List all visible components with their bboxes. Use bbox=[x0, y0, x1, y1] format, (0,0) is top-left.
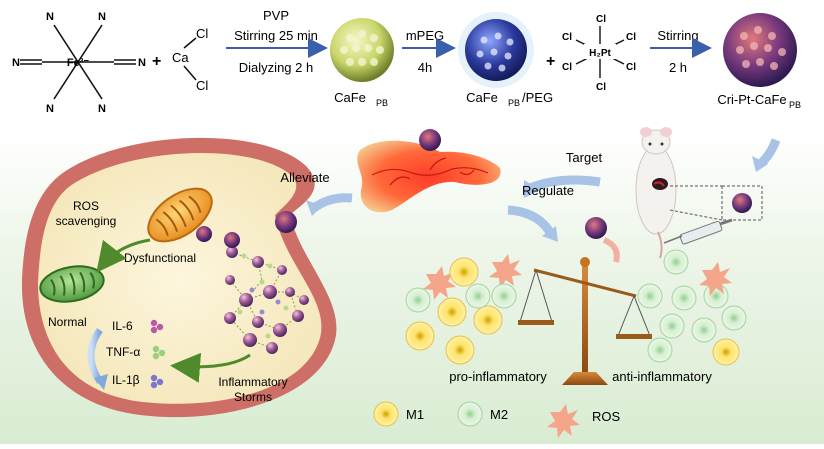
m2-legend-icon bbox=[457, 401, 483, 427]
ros-legend-icon bbox=[547, 404, 580, 438]
shift-arrow bbox=[602, 237, 620, 263]
m1-legend-icon bbox=[373, 401, 399, 427]
ligand-n-label: N bbox=[98, 103, 106, 115]
recovery-arrow bbox=[96, 238, 151, 273]
legend-ros-label: ROS bbox=[592, 409, 621, 424]
fe-center-label: Fe³⁻ bbox=[67, 57, 90, 69]
plus-sign: + bbox=[546, 53, 555, 70]
cl-label: Cl bbox=[596, 14, 606, 25]
left-pan bbox=[518, 320, 554, 325]
step1-reagent: PVP bbox=[263, 8, 289, 23]
ligand-n-label: N bbox=[46, 11, 54, 23]
product2-label: CaFe bbox=[466, 90, 498, 105]
nanoparticle-icon bbox=[585, 217, 607, 239]
cl-label: Cl bbox=[196, 26, 208, 41]
entering-nanoparticles bbox=[196, 211, 297, 248]
tnf-molecules-icon bbox=[152, 345, 166, 360]
plus-sign: + bbox=[152, 53, 161, 70]
mouse-icon bbox=[635, 127, 677, 259]
inflamed-pancreas bbox=[357, 140, 501, 213]
pro-inflammatory-cells bbox=[405, 254, 522, 365]
legend-m2-label: M2 bbox=[490, 407, 508, 422]
cl-label: Cl bbox=[562, 62, 572, 73]
normal-mitochondrion bbox=[39, 265, 105, 303]
anti-inflammatory-label: anti-inflammatory bbox=[612, 369, 712, 384]
il6-label: IL-6 bbox=[112, 319, 133, 333]
nanoparticle-icon bbox=[419, 129, 441, 151]
il1b-molecules-icon bbox=[150, 374, 164, 389]
ligand-n-label: N bbox=[138, 57, 146, 69]
decrease-arrowhead bbox=[94, 374, 108, 390]
product3-subscript: PB bbox=[789, 100, 801, 110]
balance-scale bbox=[518, 257, 652, 385]
storms-label: Storms bbox=[234, 390, 272, 404]
cl-label: Cl bbox=[196, 78, 208, 93]
cl-label: Cl bbox=[626, 32, 636, 43]
cl-label: Cl bbox=[626, 62, 636, 73]
legend-m1-label: M1 bbox=[406, 407, 424, 422]
cacl2-molecule: Ca Cl Cl bbox=[172, 26, 208, 93]
alleviate-label: Alleviate bbox=[280, 170, 329, 185]
step2-condition: 4h bbox=[418, 60, 432, 75]
h2ptcl6-molecule: H₂Pt Cl Cl Cl Cl Cl Cl bbox=[562, 14, 636, 93]
dysfunctional-mitochondrion bbox=[147, 187, 213, 243]
inflammatory-label: Inflammatory bbox=[218, 375, 287, 389]
regulate-label: Regulate bbox=[522, 183, 574, 198]
legend: M1 M2 ROS bbox=[373, 401, 621, 438]
target-label: Target bbox=[566, 150, 603, 165]
step3-arrow: Stirring 2 h bbox=[650, 28, 712, 75]
product1-label: CaFe bbox=[334, 90, 366, 105]
scavenging-label: scavenging bbox=[56, 214, 117, 228]
pt-center-label: H₂Pt bbox=[589, 48, 611, 59]
nanoparticle-icon bbox=[732, 193, 752, 213]
step2-reagent: mPEG bbox=[406, 28, 444, 43]
step1-condition-2: Dialyzing 2 h bbox=[239, 60, 313, 75]
regulate-arrow bbox=[507, 205, 558, 242]
step3-condition: Stirring bbox=[657, 28, 698, 43]
il1b-label: IL-1β bbox=[112, 373, 140, 387]
pro-inflammatory-label: pro-inflammatory bbox=[449, 369, 547, 384]
ros-icon bbox=[699, 262, 732, 296]
syringe-icon bbox=[663, 218, 733, 245]
inflammatory-network bbox=[224, 246, 309, 354]
cafe-pb-peg-nanoparticle: CaFe PB /PEG bbox=[458, 12, 553, 108]
ligand-n-label: N bbox=[12, 57, 20, 69]
right-pan bbox=[616, 334, 652, 339]
step2-arrow: mPEG 4h bbox=[402, 28, 456, 75]
cl-label: Cl bbox=[562, 32, 572, 43]
il6-molecules-icon bbox=[150, 319, 164, 334]
product2-subscript: PB bbox=[508, 98, 520, 108]
step1-condition: Stirring 25 min bbox=[234, 28, 318, 43]
suppress-arrow bbox=[170, 352, 251, 383]
normal-label: Normal bbox=[48, 315, 87, 329]
dysfunctional-label: Dysfunctional bbox=[124, 251, 196, 265]
step1-arrow: PVP Stirring 25 min Dialyzing 2 h bbox=[226, 8, 328, 75]
step3-time: 2 h bbox=[669, 60, 687, 75]
alleviate-arrow bbox=[306, 193, 353, 216]
ros-label: ROS bbox=[73, 199, 99, 213]
cafe-pb-nanoparticle: CaFe PB bbox=[330, 18, 394, 108]
product2-suffix: /PEG bbox=[522, 90, 553, 105]
ca-label: Ca bbox=[172, 50, 189, 65]
ros-icon bbox=[423, 254, 522, 300]
cl-label: Cl bbox=[596, 82, 606, 93]
fe-cyanide-complex: Fe³⁻ N N N N N N bbox=[12, 11, 146, 115]
anti-inflammatory-cells bbox=[637, 249, 747, 366]
zoom-box bbox=[721, 185, 763, 221]
product1-subscript: PB bbox=[376, 98, 388, 108]
ligand-n-label: N bbox=[46, 103, 54, 115]
ligand-n-label: N bbox=[98, 11, 106, 23]
product3-label: Cri-Pt-CaFe bbox=[717, 92, 786, 107]
mouse-arrow bbox=[752, 138, 781, 172]
tnf-label: TNF-α bbox=[106, 345, 140, 359]
balance-beam bbox=[533, 268, 637, 298]
cri-pt-cafe-pb-nanoparticle: Cri-Pt-CaFe PB bbox=[717, 13, 801, 110]
target-arrow bbox=[524, 175, 601, 198]
